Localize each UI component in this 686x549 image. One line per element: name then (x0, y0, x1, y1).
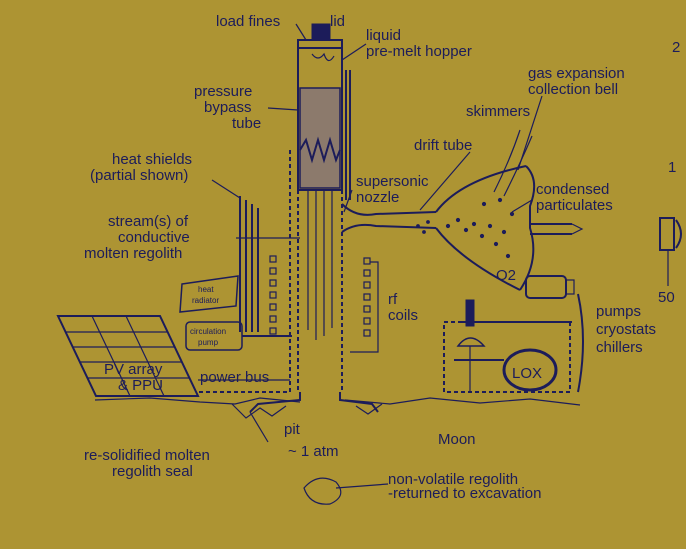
pit-walls (250, 392, 378, 412)
heat-radiator-label-1: heat (198, 285, 214, 294)
reseal-label-2: regolith seal (112, 463, 193, 480)
leader-lines (212, 24, 542, 488)
liquid-label: liquid (366, 27, 401, 44)
pumps-label: pumps (596, 303, 641, 320)
heat-shields-label: heat shields (112, 151, 192, 168)
particulates-label: particulates (536, 197, 613, 214)
rf-label: rf (388, 291, 398, 308)
collection-bell-label: collection bell (528, 81, 618, 98)
pit-label: pit (284, 421, 301, 438)
rf-coils-right (350, 258, 378, 352)
gas-expansion-label: gas expansion (528, 65, 625, 82)
coils-label: coils (388, 307, 418, 324)
streams-label: stream(s) of (108, 213, 189, 230)
o2-label: O2 (496, 267, 516, 284)
atm-label: ~ 1 atm (288, 443, 338, 460)
skimmers-label: skimmers (466, 103, 530, 120)
supersonic-label: supersonic (356, 173, 429, 190)
nozzle-label: nozzle (356, 189, 399, 206)
edge-fragment-top: 2 (672, 39, 680, 56)
pit-rock (304, 478, 341, 504)
central-tower (298, 24, 350, 392)
reseal-label-1: re-solidified molten (84, 447, 210, 464)
circulation-pump-label-1: circulation (190, 327, 226, 336)
chillers-label: chillers (596, 339, 643, 356)
conductive-label: conductive (118, 229, 190, 246)
bypass-label: bypass (204, 99, 252, 116)
pv-array-label: PV array (104, 361, 163, 378)
lid-label: lid (330, 13, 345, 30)
pressure-label: pressure (194, 83, 252, 100)
circulation-pump-label-2: pump (198, 338, 219, 347)
tube-label: tube (232, 115, 261, 132)
rf-coils-left (270, 256, 276, 334)
edge-fragment-mid: 1 (668, 159, 676, 176)
nonvolatile-label-2: -returned to excavation (388, 485, 541, 502)
drift-tube-label: drift tube (414, 137, 472, 154)
condensed-label: condensed (536, 181, 609, 198)
premelt-hopper-label: pre-melt hopper (366, 43, 472, 60)
load-fines-label: load fines (216, 13, 280, 30)
lunar-surface (95, 398, 580, 405)
lox-label: LOX (512, 365, 542, 382)
power-bus-label: power bus (200, 369, 269, 386)
edge-device-fragment (660, 218, 681, 286)
pv-array: PV array & PPU (58, 316, 198, 396)
partial-shown-label: (partial shown) (90, 167, 188, 184)
heat-shields (240, 196, 258, 332)
heat-radiator-label-2: radiator (192, 296, 219, 305)
molten-regolith-label: molten regolith (84, 245, 182, 262)
pv-ppu-label: & PPU (118, 377, 163, 394)
heat-radiator: heat radiator (180, 276, 238, 312)
cryostats-label: cryostats (596, 321, 656, 338)
moon-label: Moon (438, 431, 476, 448)
pumps-enclosure: LOX (444, 294, 583, 392)
edge-fragment-bottom: 50 (658, 289, 675, 306)
